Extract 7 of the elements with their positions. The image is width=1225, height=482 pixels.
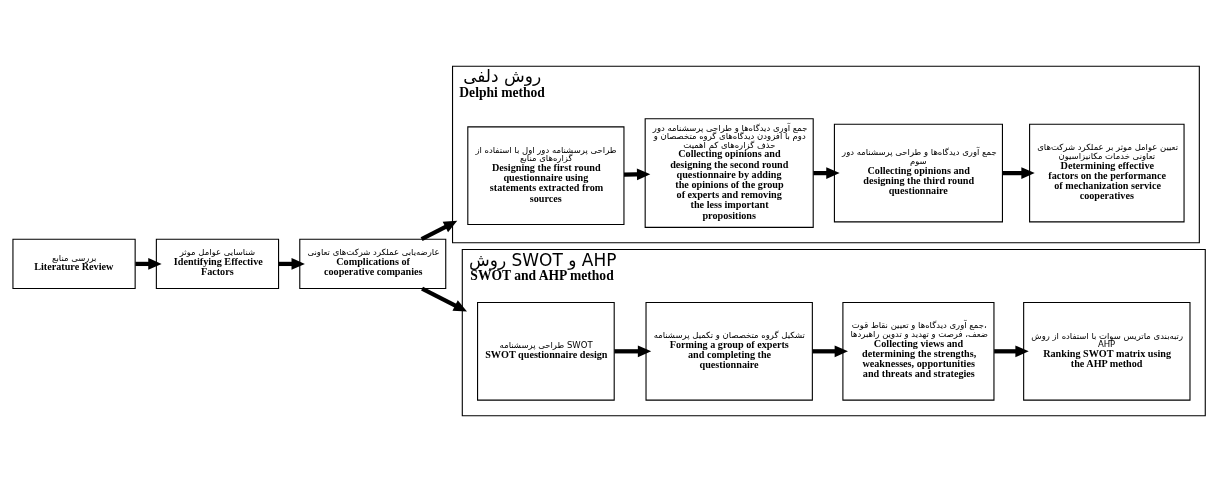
- arrow: [1002, 167, 1035, 179]
- arrow: [421, 286, 467, 312]
- arrow: [812, 345, 848, 358]
- arrow: [624, 168, 651, 181]
- arrow: [994, 345, 1029, 358]
- arrow: [420, 220, 458, 242]
- arrow: [614, 345, 652, 358]
